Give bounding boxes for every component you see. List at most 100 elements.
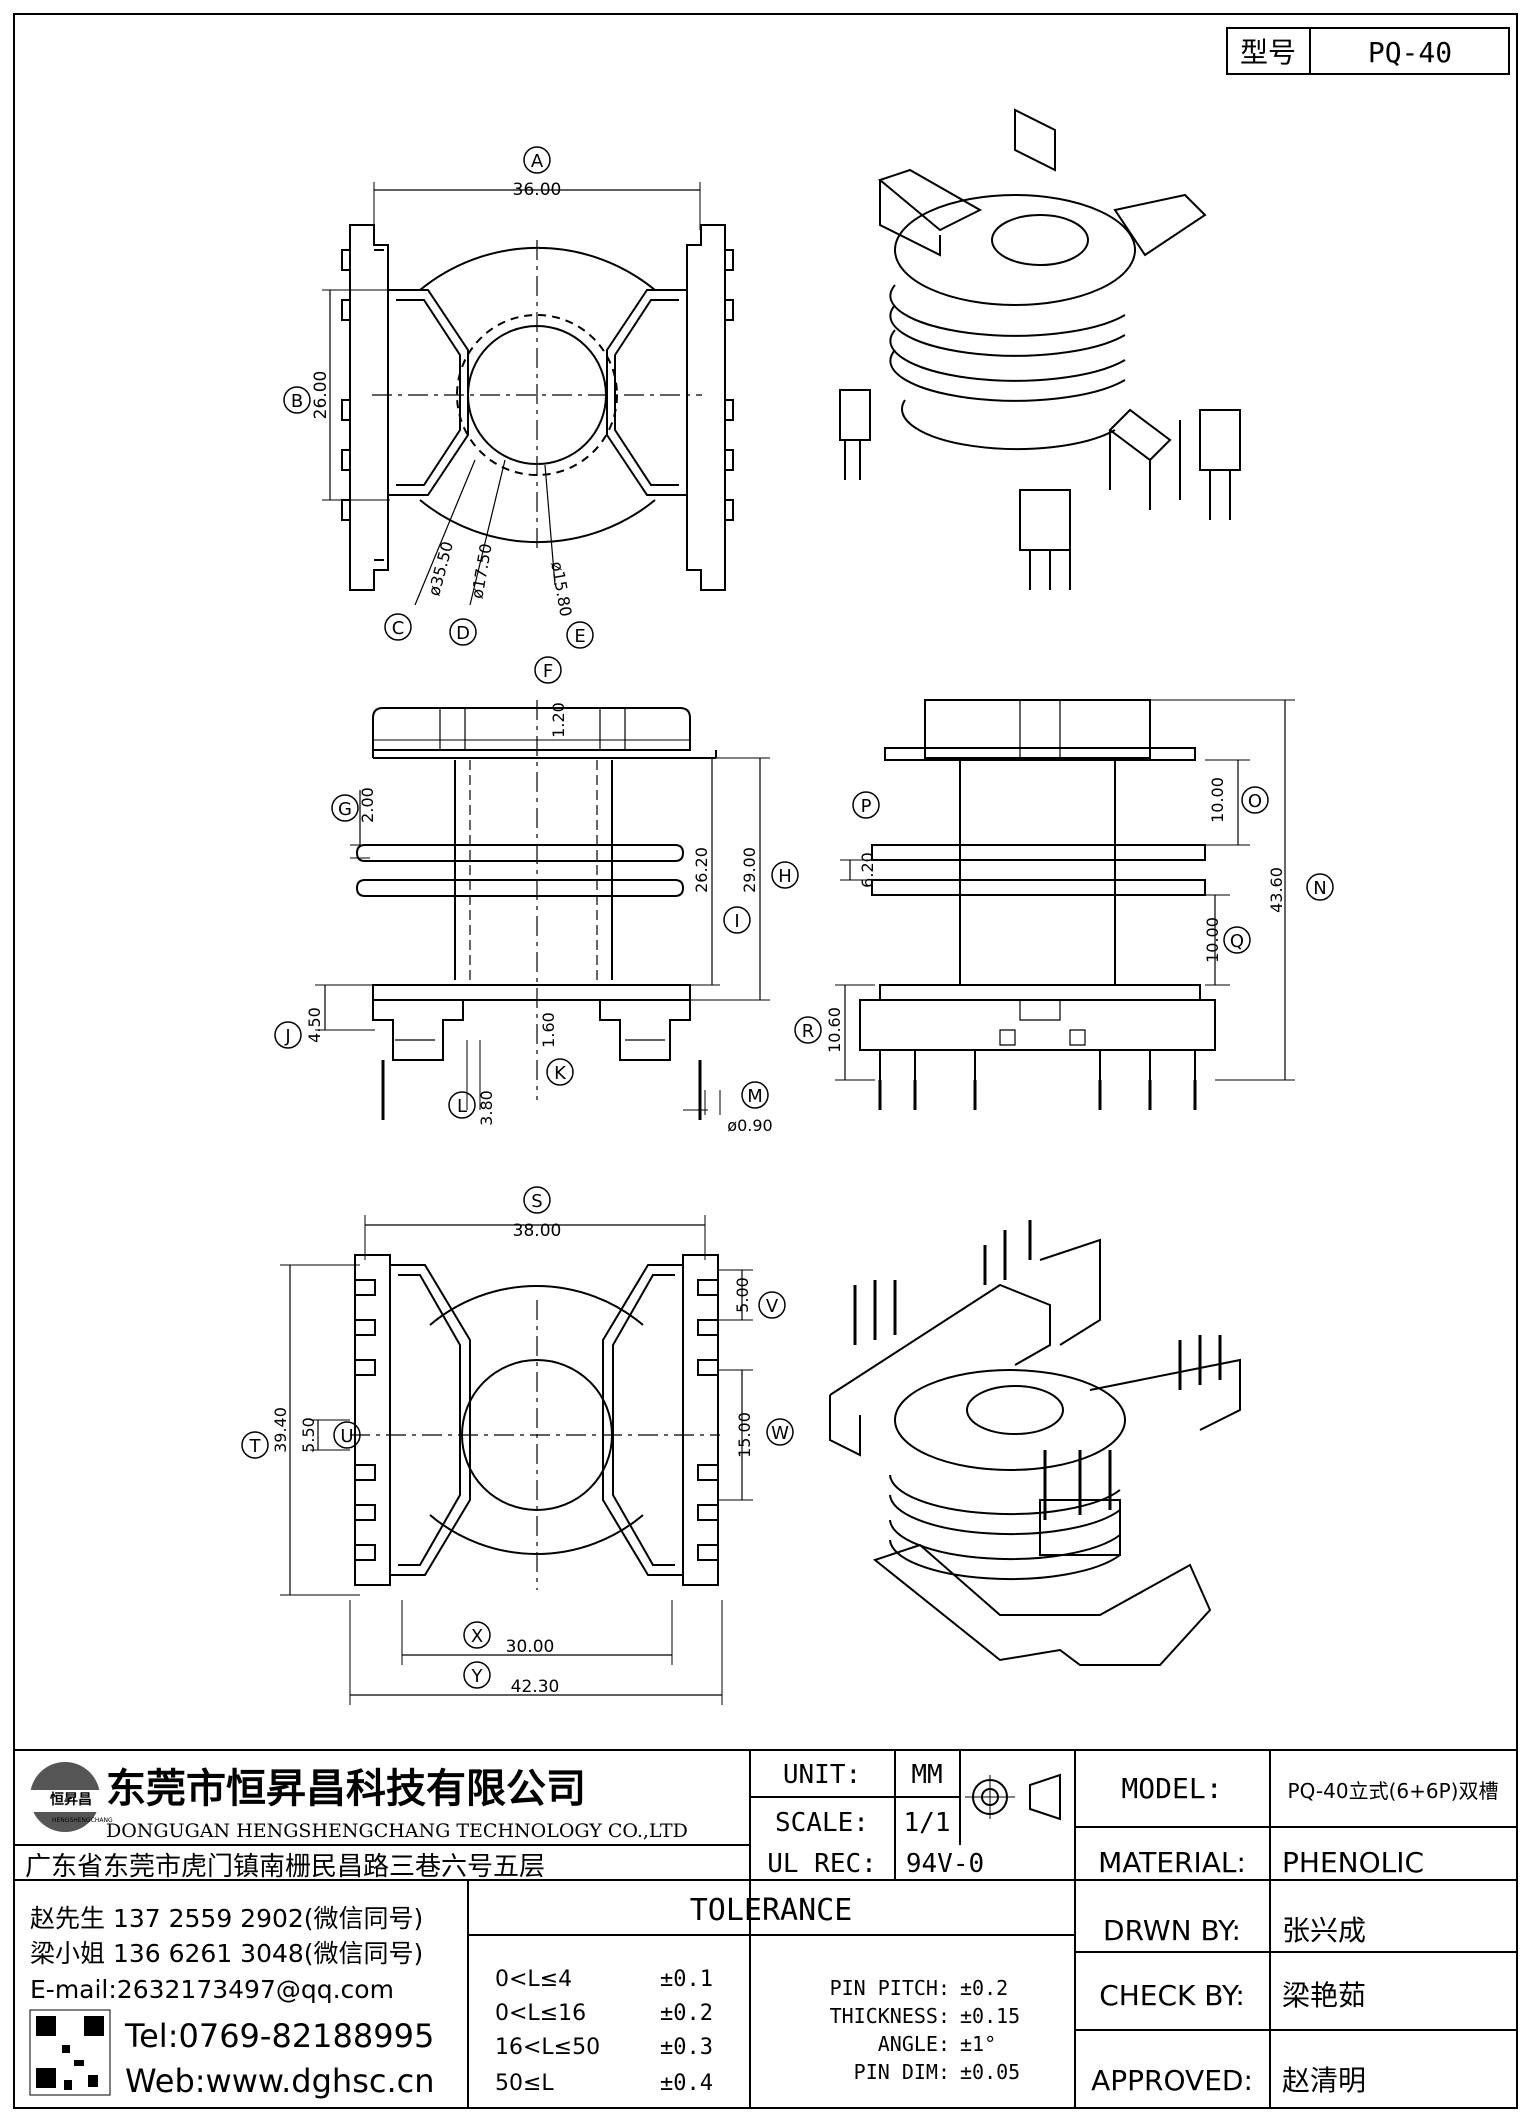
model-box-value: PQ-40 bbox=[1368, 36, 1452, 69]
tol-range-4: 50≤L bbox=[495, 2071, 554, 2096]
dim-G: 2.00 bbox=[358, 787, 377, 823]
dim-O: 10.00 bbox=[1208, 777, 1227, 823]
company-en: DONGUGAN HENGSHENGCHANG TECHNOLOGY CO.,L… bbox=[106, 1820, 688, 1842]
dim-U: 5.50 bbox=[299, 1417, 318, 1453]
label-G: G bbox=[338, 799, 352, 820]
label-E: E bbox=[574, 626, 585, 647]
dim-N: 43.60 bbox=[1267, 867, 1286, 913]
address: 广东省东莞市虎门镇南栅民昌路三巷六号五层 bbox=[25, 1852, 545, 1882]
web: Web:www.dghsc.cn bbox=[125, 2062, 435, 2100]
unit-value: MM bbox=[911, 1760, 942, 1790]
iso-view-top bbox=[839, 108, 1241, 590]
title-block-text: 恒昇昌 HENGSHENGCHANG 东莞市恒昇昌科技有限公司 DONGUGAN… bbox=[25, 1760, 1498, 2100]
dim-S: 38.00 bbox=[513, 1221, 562, 1241]
check-value: 梁艳茹 bbox=[1282, 1979, 1366, 2012]
label-S: S bbox=[531, 1191, 542, 1212]
dim-H: 29.00 bbox=[740, 847, 759, 893]
tol-value-2: ±0.2 bbox=[660, 2001, 713, 2026]
ul-label: UL REC: bbox=[767, 1849, 877, 1879]
ul-value: 94V-0 bbox=[906, 1849, 984, 1879]
scale-label: SCALE: bbox=[775, 1808, 869, 1838]
approved-value: 赵清明 bbox=[1282, 2064, 1366, 2097]
dim-W: 15.00 bbox=[735, 1412, 754, 1458]
pin-value-2: ±0.15 bbox=[960, 2004, 1020, 2028]
pin-label-2: THICKNESS: bbox=[830, 2004, 950, 2028]
model-value: PQ-40立式(6+6P)双槽 bbox=[1288, 1779, 1499, 1803]
label-H: H bbox=[778, 866, 792, 887]
drwn-label: DRWN BY: bbox=[1103, 1914, 1241, 1947]
tel: Tel:0769-82188995 bbox=[124, 2017, 434, 2055]
dim-B: 26.00 bbox=[311, 371, 331, 420]
label-C: C bbox=[392, 618, 405, 639]
model-box-label: 型号 bbox=[1240, 36, 1296, 69]
label-R: R bbox=[802, 1021, 815, 1042]
approved-label: APPROVED: bbox=[1091, 2064, 1253, 2097]
label-L: L bbox=[457, 1096, 467, 1117]
front-view-labels: F 1.20 G 2.00 H 29.00 I 26.20 J 4.50 K 1… bbox=[274, 656, 799, 1135]
contact-2: 梁小姐 136 6261 3048(微信同号) bbox=[30, 1939, 423, 1968]
dim-P: 6.20 bbox=[858, 852, 877, 888]
label-V: V bbox=[766, 1296, 779, 1317]
material-value: PHENOLIC bbox=[1282, 1846, 1424, 1879]
logo-text: 恒昇昌 bbox=[50, 1791, 92, 1808]
pin-label-4: PIN DIM: bbox=[854, 2060, 950, 2084]
dim-D: ø17.50 bbox=[467, 542, 495, 600]
tol-value-1: ±0.1 bbox=[660, 1967, 713, 1992]
label-J: J bbox=[284, 1026, 290, 1047]
pin-label-3: ANGLE: bbox=[878, 2032, 950, 2056]
company-cn: 东莞市恒昇昌科技有限公司 bbox=[106, 1766, 586, 1812]
tolerance-title: TOLERANCE bbox=[690, 1893, 853, 1928]
label-O: O bbox=[1248, 791, 1262, 812]
label-W: W bbox=[771, 1423, 789, 1444]
check-label: CHECK BY: bbox=[1099, 1979, 1245, 2012]
dim-C: ø35.50 bbox=[424, 539, 457, 598]
tol-value-4: ±0.4 bbox=[660, 2071, 713, 2096]
model-box: 型号 PQ-40 bbox=[1226, 27, 1510, 75]
dim-R: 10.60 bbox=[825, 1007, 844, 1053]
dim-F: 1.20 bbox=[549, 702, 568, 738]
title-block bbox=[14, 1749, 1517, 2108]
tol-value-3: ±0.3 bbox=[660, 2035, 713, 2060]
label-Y: Y bbox=[471, 1666, 484, 1687]
side-view-labels: N 43.60 O 10.00 P 6.20 Q 10.00 R 10.60 bbox=[794, 777, 1334, 1053]
material-label: MATERIAL: bbox=[1098, 1846, 1246, 1879]
top-view-labels: A 36.00 B 26.00 C ø35.50 D ø17.50 E ø15.… bbox=[283, 146, 594, 649]
label-U: U bbox=[340, 1426, 353, 1447]
pin-value-1: ±0.2 bbox=[960, 1976, 1008, 2000]
label-F: F bbox=[543, 661, 553, 682]
label-T: T bbox=[249, 1436, 262, 1457]
label-X: X bbox=[471, 1626, 483, 1647]
tol-range-3: 16<L≤50 bbox=[495, 2035, 600, 2060]
label-P: P bbox=[861, 796, 872, 817]
dim-L: 3.80 bbox=[477, 1090, 496, 1126]
dim-E: ø15.80 bbox=[547, 560, 575, 618]
label-I: I bbox=[734, 911, 739, 932]
label-Q: Q bbox=[1230, 931, 1244, 952]
dim-J: 4.50 bbox=[305, 1007, 324, 1043]
front-view bbox=[315, 700, 770, 1120]
pin-value-4: ±0.05 bbox=[960, 2060, 1020, 2084]
sheet-border bbox=[13, 13, 1518, 2109]
logo-sub: HENGSHENGCHANG bbox=[52, 1817, 113, 1824]
top-view bbox=[322, 182, 734, 606]
iso-view-bottom bbox=[829, 1220, 1241, 1666]
dim-M: ø0.90 bbox=[727, 1116, 772, 1135]
dim-X: 30.00 bbox=[506, 1637, 555, 1657]
unit-label: UNIT: bbox=[783, 1760, 861, 1790]
side-view bbox=[835, 699, 1295, 1110]
dim-Y: 42.30 bbox=[511, 1677, 560, 1697]
dim-A: 36.00 bbox=[513, 180, 562, 200]
pin-label-1: PIN PITCH: bbox=[830, 1976, 950, 2000]
label-A: A bbox=[531, 151, 544, 172]
label-K: K bbox=[554, 1063, 567, 1084]
model-label: MODEL: bbox=[1121, 1772, 1222, 1805]
dim-T: 39.40 bbox=[271, 1407, 290, 1453]
tol-range-2: 0<L≤16 bbox=[495, 2001, 586, 2026]
contact-1: 赵先生 137 2559 2902(微信同号) bbox=[30, 1904, 423, 1933]
contact-email: E-mail:2632173497@qq.com bbox=[30, 1975, 394, 2004]
pin-value-3: ±1° bbox=[960, 2032, 996, 2056]
dim-K: 1.60 bbox=[539, 1012, 558, 1048]
bottom-view-labels: S 38.00 T 39.40 U 5.50 V 5.00 W 15.00 X … bbox=[241, 1186, 794, 1697]
label-D: D bbox=[456, 623, 470, 644]
